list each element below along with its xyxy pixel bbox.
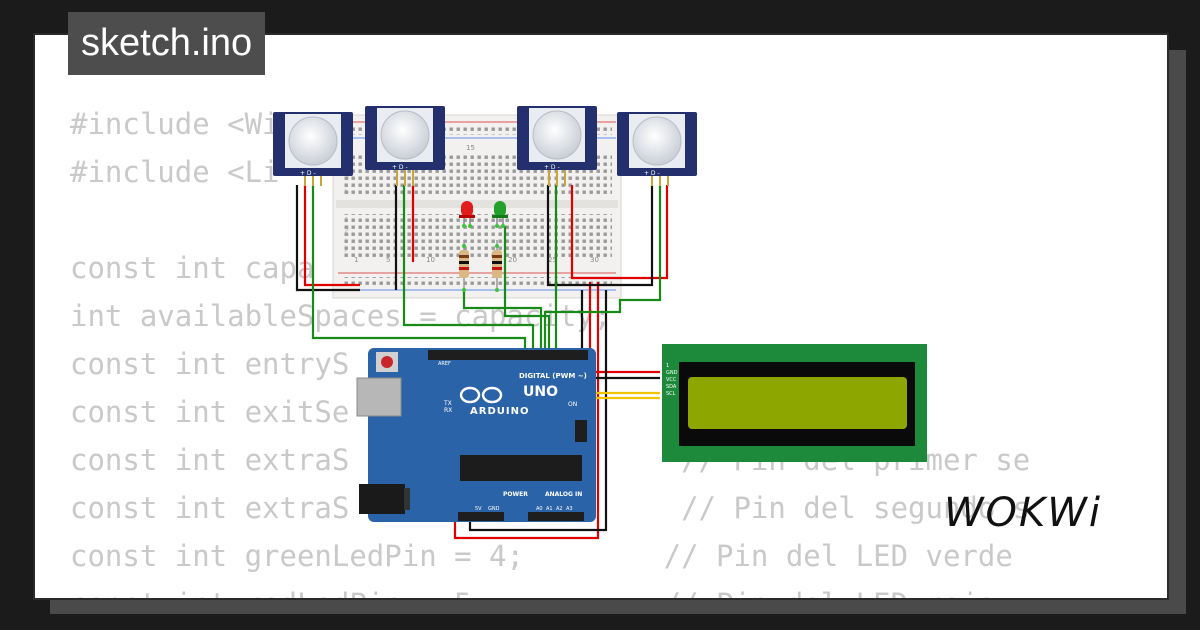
analog-pin-label: A1 — [546, 506, 553, 512]
code-line: #include <Li — [70, 155, 280, 189]
analog-pin-label: A3 — [566, 506, 573, 512]
breadboard-col-label: 1 — [354, 256, 358, 264]
connection-dots — [462, 224, 505, 292]
resistor[interactable] — [492, 240, 502, 290]
analog-label: ANALOG IN — [545, 491, 582, 498]
pir-sensor-1[interactable]: + D - — [273, 112, 353, 186]
breadboard-row-label: c — [345, 182, 348, 189]
board-model: UNO — [523, 384, 558, 400]
breadboard-col-label: 15 — [466, 144, 475, 152]
breadboard-row-label: j — [344, 245, 347, 252]
pir-pin-label: + D - — [392, 164, 408, 171]
wokwi-logo: WOKWi — [944, 490, 1102, 536]
lcd-pin-label: SDA — [666, 384, 677, 390]
arduino-uno-board[interactable]: DIGITAL (PWM ~) AREF UNO ARDUINO TX RX O… — [356, 348, 596, 522]
on-label: ON — [568, 401, 577, 408]
analog-pin-label: A2 — [556, 506, 563, 512]
lcd-pin-label: SCL — [666, 391, 676, 397]
resistor[interactable] — [459, 240, 469, 290]
breadboard-row-label: d — [345, 175, 349, 182]
board-brand: ARDUINO — [470, 406, 529, 417]
aref-label: AREF — [438, 361, 451, 367]
code-line: const int redLedPin = 5; // Pin del LED … — [70, 580, 1030, 598]
code-line: const int extraS = 7; // Pin del segundo… — [70, 491, 1031, 525]
breadboard-col-label: 20 — [508, 256, 517, 264]
analog-pin-label: 5V — [475, 506, 482, 512]
breadboard-col-label: 5 — [386, 256, 390, 264]
breadboard-row-label: f — [345, 217, 348, 224]
reset-button[interactable] — [381, 356, 393, 368]
file-tab-title: sketch.ino — [81, 22, 253, 64]
rx-label: RX — [444, 407, 452, 414]
code-line: const int greenLedPin = 4; // Pin del LE… — [70, 539, 1013, 573]
tx-label: TX — [443, 400, 452, 407]
breadboard-row-label: b — [345, 189, 349, 196]
breadboard-col-label: 30 — [590, 256, 599, 264]
breadboard-row-label: g — [345, 224, 349, 231]
file-tab[interactable]: sketch.ino — [68, 12, 266, 75]
code-line: const int capa — [70, 251, 315, 285]
pir-sensor-4[interactable]: + D - — [617, 112, 697, 186]
lcd-pin-label: GND — [666, 370, 678, 376]
analog-pin-label: GND — [488, 506, 500, 512]
breadboard-row-label: i — [345, 238, 347, 245]
lcd-display[interactable]: 1 GND VCC SDA SCL — [662, 344, 927, 462]
breadboard-row-label: h — [345, 231, 349, 238]
pir-sensor-3[interactable]: + D - — [517, 106, 597, 186]
lcd-pin-label: 1 — [666, 363, 669, 369]
breadboard-col-label: 25 — [548, 256, 557, 264]
power-label: POWER — [503, 491, 528, 498]
pir-sensor-2[interactable]: + D - — [365, 106, 445, 186]
lcd-pin-label: VCC — [666, 377, 677, 383]
pir-pin-label: + D - — [300, 170, 316, 177]
breadboard-col-label: 10 — [426, 256, 435, 264]
wires — [295, 185, 669, 540]
analog-pin-label: A0 — [536, 506, 543, 512]
pir-pin-label: + D - — [644, 170, 660, 177]
digital-label: DIGITAL (PWM ~) — [519, 372, 587, 380]
code-line: #include <Wi — [70, 107, 280, 141]
pir-pin-label: + D - — [544, 164, 560, 171]
arduino-logo-icon — [459, 386, 503, 404]
